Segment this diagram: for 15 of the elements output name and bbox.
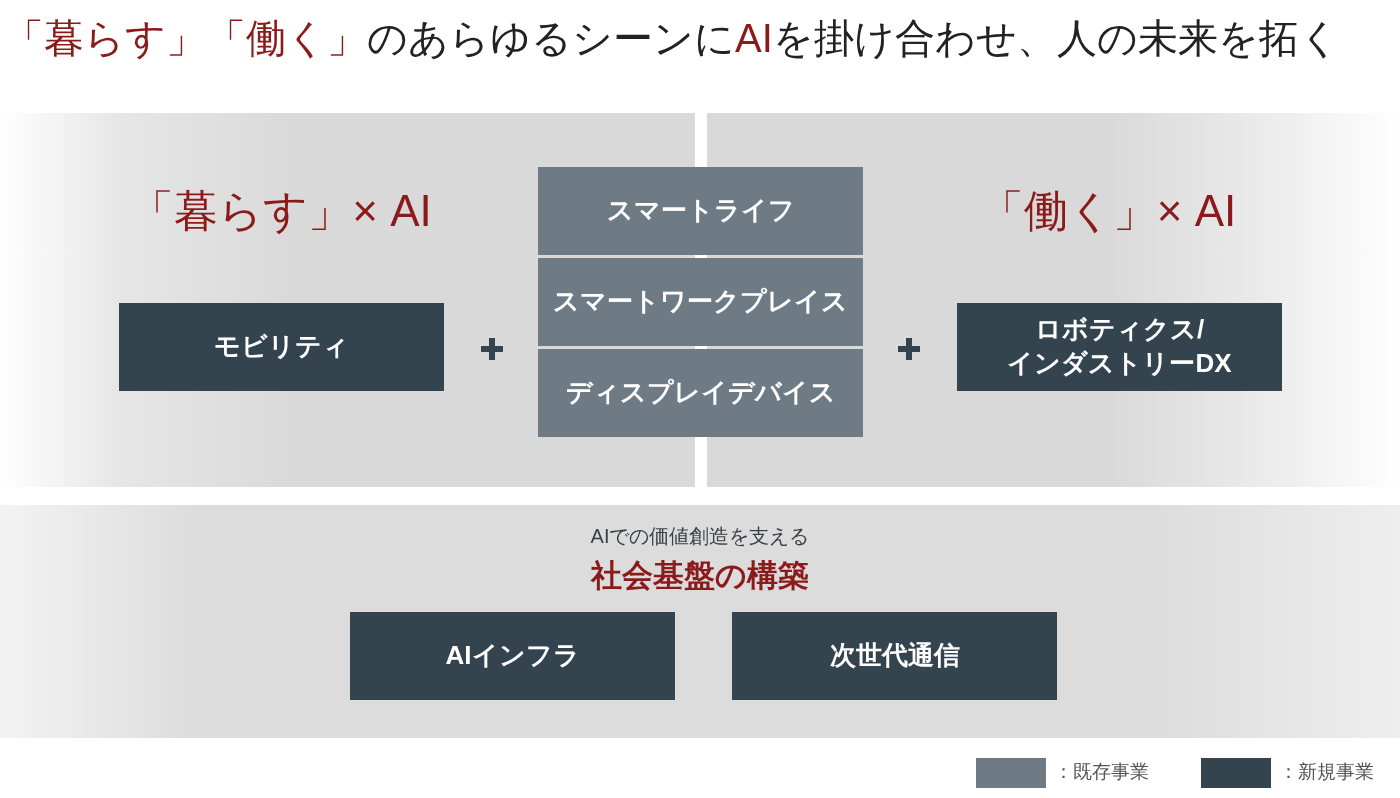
band-subtitle: AIでの価値創造を支える [590, 524, 810, 548]
panel-heading: 「暮らす」× AI [130, 185, 432, 237]
business-box: スマートライフ [538, 167, 863, 255]
business-box: モビリティ [119, 303, 444, 391]
business-box: ロボティクス/インダストリーDX [957, 303, 1282, 391]
band-heading: 社会基盤の構築 [591, 557, 809, 595]
business-box: AIインフラ [350, 612, 675, 700]
legend-label: ：既存事業 [1054, 761, 1149, 784]
foundation-band [0, 505, 1400, 738]
business-box: 次世代通信 [732, 612, 1057, 700]
business-box: スマートワークプレイス [538, 258, 863, 346]
legend-label: ：新規事業 [1279, 761, 1374, 784]
panel-heading: 「働く」× AI [979, 185, 1237, 237]
page-title: 「暮らす」「働く」のあらゆるシーンにAIを掛け合わせ、人の未来を拓く [4, 15, 1340, 62]
business-box: ディスプレイデバイス [538, 349, 863, 437]
